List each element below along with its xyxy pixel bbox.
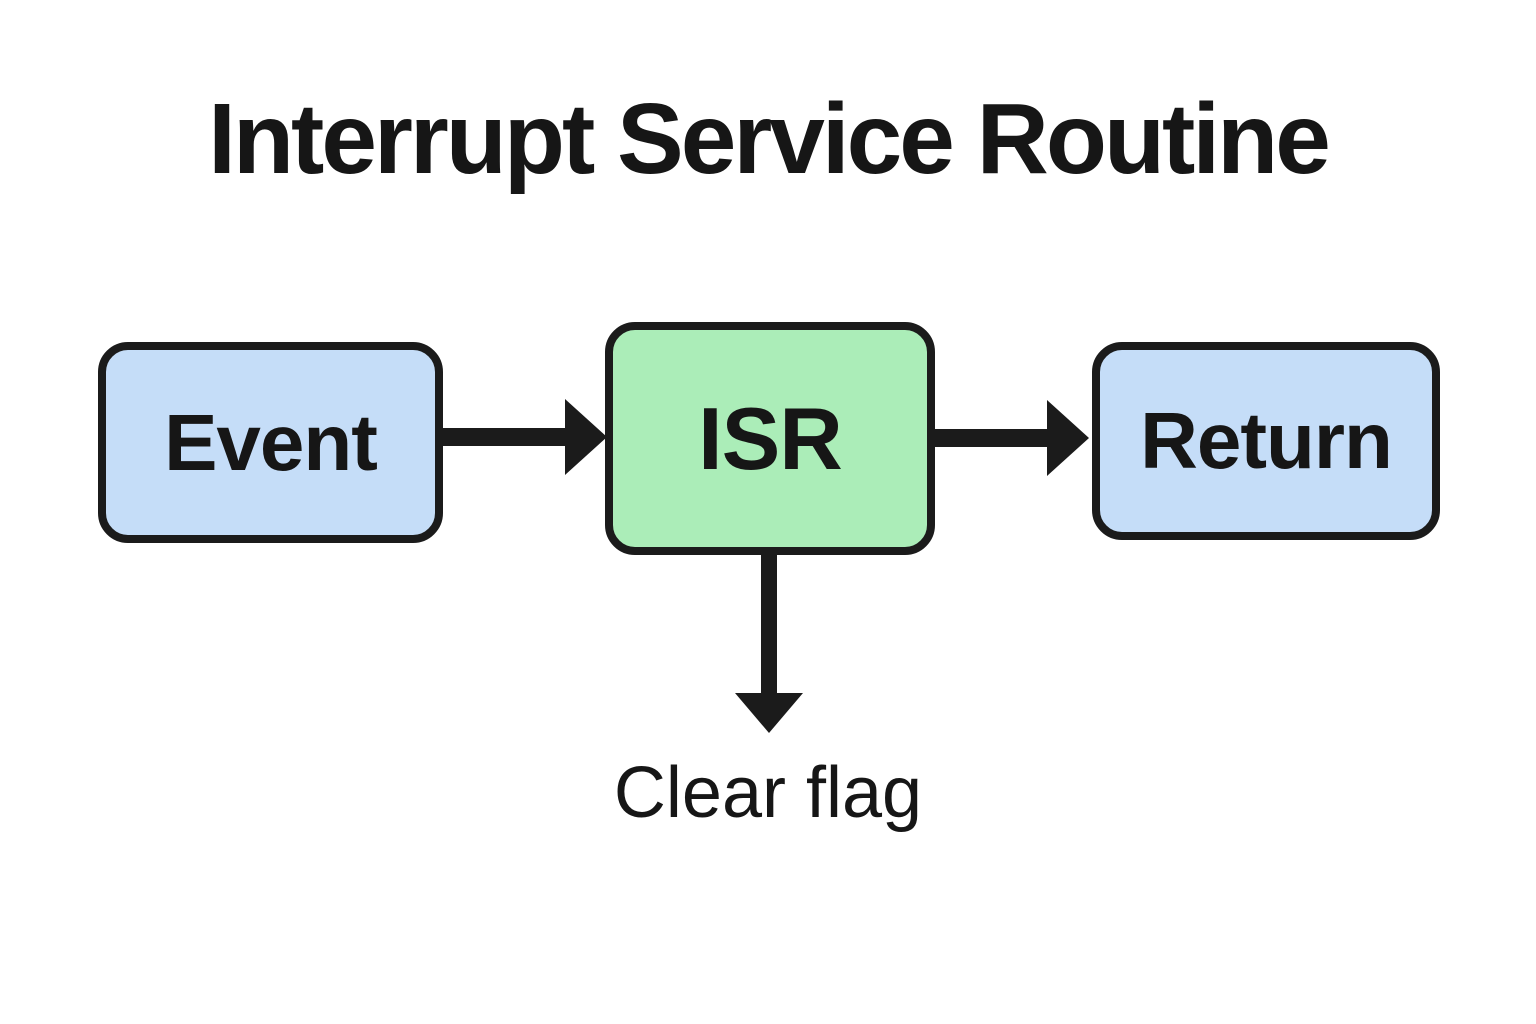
node-event: Event bbox=[98, 342, 443, 543]
clear-flag-label: Clear flag bbox=[613, 753, 923, 833]
arrowhead-right-icon bbox=[565, 399, 607, 475]
arrow-shaft bbox=[761, 553, 777, 693]
arrowhead-right-icon bbox=[1047, 400, 1089, 476]
arrow-shaft bbox=[930, 429, 1047, 447]
arrow-shaft bbox=[441, 428, 565, 446]
node-isr-label: ISR bbox=[698, 388, 843, 488]
page-title: Interrupt Service Routine bbox=[208, 83, 1331, 195]
node-event-label: Event bbox=[164, 397, 378, 487]
node-return-label: Return bbox=[1140, 396, 1393, 485]
arrowhead-down-icon bbox=[735, 693, 803, 733]
node-isr: ISR bbox=[605, 322, 935, 555]
node-return: Return bbox=[1092, 342, 1440, 540]
